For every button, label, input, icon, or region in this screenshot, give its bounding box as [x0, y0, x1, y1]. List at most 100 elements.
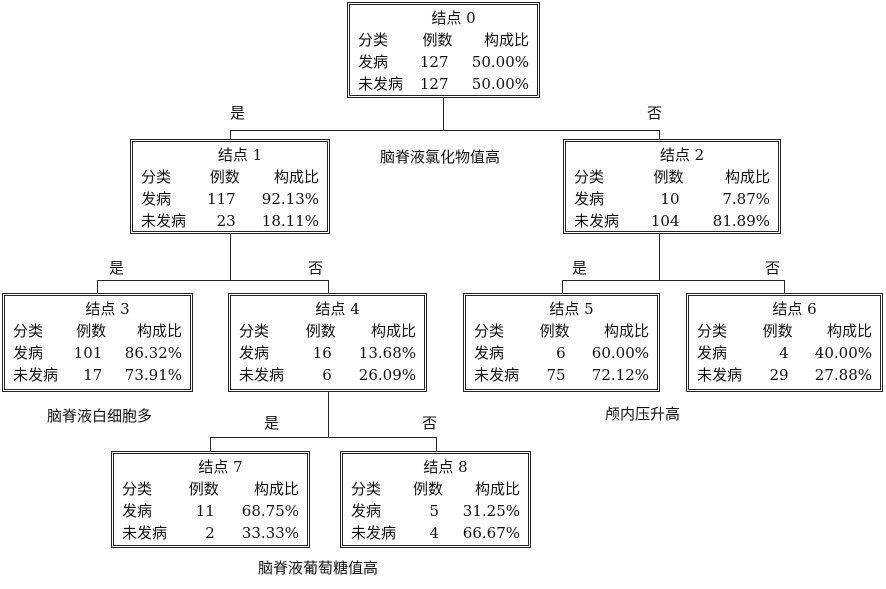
header-category: 分类	[574, 168, 605, 186]
row-category: 未发病	[574, 212, 620, 230]
table-row: 未发病 23 18.11%	[141, 210, 319, 232]
branch-yes-label: 是	[264, 414, 280, 432]
header-category: 分类	[13, 322, 44, 340]
row-ratio: 18.11%	[261, 212, 319, 230]
row-category: 未发病	[141, 212, 187, 230]
node-title: 结点 7	[198, 458, 243, 476]
row-ratio: 33.33%	[241, 524, 299, 542]
header-count: 例数	[422, 31, 453, 49]
header-ratio: 构成比	[483, 31, 529, 49]
row-category: 发病	[122, 502, 153, 520]
header-ratio: 构成比	[826, 322, 872, 340]
row-category: 未发病	[351, 524, 397, 542]
row-ratio: 40.00%	[814, 344, 872, 362]
row-count: 101	[73, 344, 103, 362]
connector-line	[210, 437, 211, 451]
node-title: 结点 1	[217, 146, 263, 164]
row-count: 23	[216, 212, 236, 230]
row-count: 2	[205, 524, 215, 542]
node-title: 结点 4	[315, 300, 360, 318]
connector-line	[230, 130, 231, 139]
connector-line	[784, 280, 785, 293]
header-count: 例数	[653, 168, 684, 186]
row-category: 发病	[574, 190, 605, 208]
header-category: 分类	[474, 322, 505, 340]
connector-line	[562, 280, 563, 293]
row-count: 29	[769, 366, 789, 384]
connector-line	[230, 130, 660, 131]
row-ratio: 50.00%	[471, 53, 529, 71]
header-ratio: 构成比	[724, 168, 770, 186]
row-category: 未发病	[697, 366, 743, 384]
header-count: 例数	[209, 168, 240, 186]
row-count: 127	[419, 53, 449, 71]
table-row: 发病 127 50.00%	[358, 51, 529, 73]
branch-no-label: 否	[647, 104, 663, 122]
connector-line	[230, 234, 231, 281]
row-count: 4	[779, 344, 789, 362]
row-ratio: 66.67%	[462, 524, 520, 542]
row-category: 发病	[13, 344, 44, 362]
row-count: 127	[419, 75, 449, 93]
row-category: 发病	[474, 344, 505, 362]
node-title: 结点 6	[772, 300, 817, 318]
header-count: 例数	[762, 322, 793, 340]
row-category: 发病	[141, 190, 172, 208]
branch-no-label: 否	[765, 259, 781, 277]
header-ratio: 构成比	[603, 322, 649, 340]
row-count: 11	[195, 502, 215, 520]
header-ratio: 构成比	[136, 322, 182, 340]
row-ratio: 72.12%	[591, 366, 649, 384]
header-category: 分类	[351, 480, 382, 498]
row-category: 未发病	[474, 366, 520, 384]
row-ratio: 92.13%	[261, 190, 319, 208]
row-category: 发病	[358, 53, 389, 71]
header-count: 例数	[305, 322, 336, 340]
row-category: 未发病	[13, 366, 59, 384]
header-category: 分类	[358, 31, 389, 49]
row-ratio: 13.68%	[358, 344, 416, 362]
row-category: 未发病	[239, 366, 285, 384]
row-count: 6	[556, 344, 566, 362]
branch-yes-label: 是	[572, 259, 588, 277]
split-variable-label: 脑脊液氯化物值高	[380, 148, 501, 166]
header-category: 分类	[239, 322, 270, 340]
split-variable-label: 脑脊液葡萄糖值高	[258, 559, 379, 577]
connector-line	[210, 437, 437, 438]
node-title: 结点 3	[85, 300, 130, 318]
header-ratio: 构成比	[474, 480, 520, 498]
branch-no-label: 否	[422, 414, 438, 432]
row-ratio: 7.87%	[722, 190, 770, 208]
header-ratio: 构成比	[273, 168, 319, 186]
split-variable-label: 颅内压升高	[605, 405, 681, 423]
row-count: 16	[312, 344, 332, 362]
row-count: 5	[429, 502, 440, 520]
connector-line	[328, 392, 329, 438]
connector-line	[328, 280, 329, 293]
node-title: 结点 8	[423, 458, 468, 476]
branch-no-label: 否	[308, 259, 324, 277]
